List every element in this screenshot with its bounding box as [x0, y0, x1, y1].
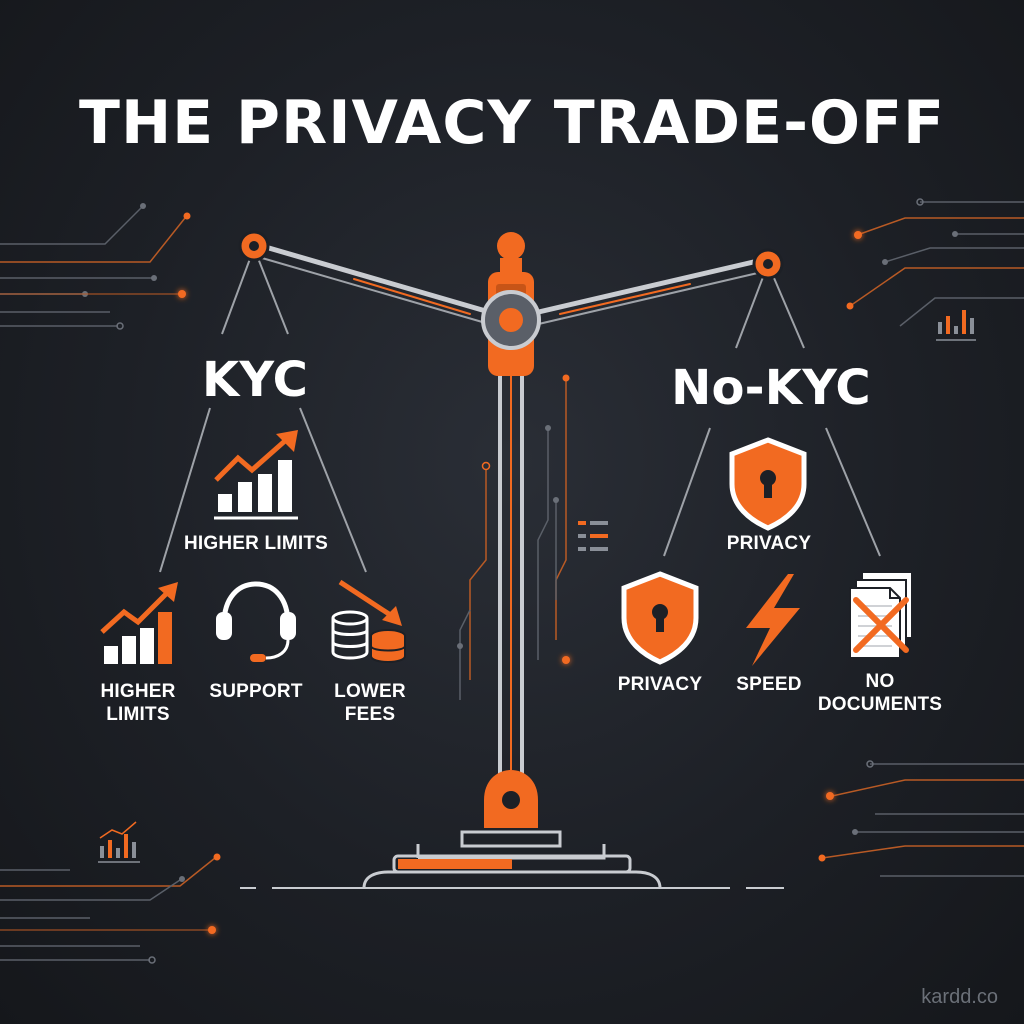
crossed-documents-icon: [849, 571, 913, 659]
lightning-icon: [746, 574, 800, 666]
nokyc-heading: No-KYC: [671, 360, 871, 416]
balance-scale: [159, 230, 881, 889]
kyc-top-item-label: HIGHER LIMITS: [183, 533, 329, 554]
shield-lock-icon: [624, 574, 696, 662]
headset-icon: [216, 581, 296, 662]
circuit-traces-upper-right: [846, 198, 1024, 327]
nokyc-item-privacy: PRIVACY: [617, 674, 703, 695]
mini-bar-chart-upper-right: [936, 310, 976, 341]
nokyc-item-speed: SPEED: [736, 674, 802, 695]
circuit-traces-upper-left: [0, 203, 191, 330]
circuit-traces-center: [457, 374, 570, 700]
kyc-item-higher-limits: HIGHER LIMITS: [100, 681, 176, 725]
rising-bar-chart-icon: [100, 582, 178, 664]
watermark: kardd.co: [921, 986, 998, 1008]
coin-stack-down-icon: [331, 579, 406, 663]
nokyc-item-no-documents: NO DOCUMENTS: [817, 671, 943, 715]
kyc-heading: KYC: [201, 352, 309, 408]
circuit-traces-lower-left: [0, 853, 221, 964]
shield-lock-icon: [732, 440, 804, 528]
rising-bar-chart-icon: [214, 430, 298, 520]
mini-bar-chart-lower-left: [98, 821, 140, 863]
kyc-item-lower-fees: LOWER FEES: [334, 681, 406, 725]
mini-list-glyph: [578, 521, 608, 551]
page-title: THE PRIVACY TRADE-OFF: [79, 88, 945, 158]
nokyc-top-item-label: PRIVACY: [726, 533, 812, 554]
kyc-item-support: SUPPORT: [209, 681, 303, 702]
circuit-traces-lower-right: [818, 760, 1024, 877]
